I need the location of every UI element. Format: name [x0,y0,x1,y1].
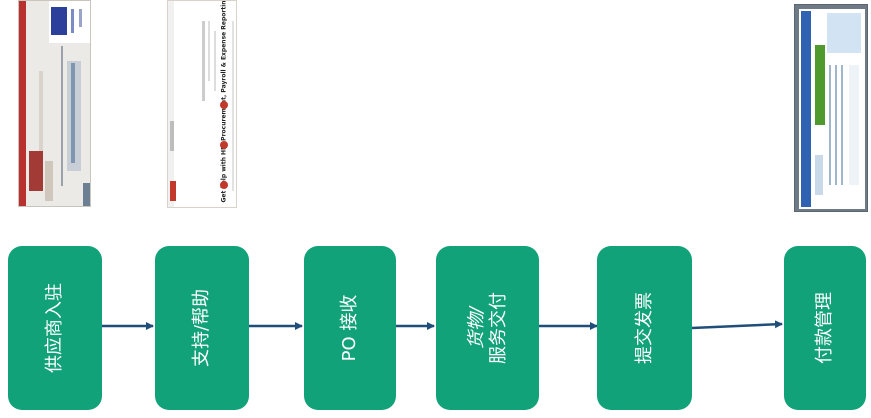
step-label-line-1: 货物/ [465,306,487,350]
step-label: 付款管理 [814,292,835,364]
step-po-receipt: PO 接收 [304,246,396,410]
step-support-help: 支持/帮助 [155,246,249,410]
step-label: 供应商入驻 [44,283,65,373]
step-label: 货物/ 服务交付 [466,292,510,364]
help-portal-thumbnail: Get help with HR, Procurement, Payroll &… [167,0,237,208]
step-label: 提交发票 [633,292,655,364]
arrow-5 [691,320,783,330]
step-supplier-onboarding: 供应商入驻 [8,246,102,410]
step-payment-management: 付款管理 [784,246,866,410]
supplier-portal-thumbnail [18,0,91,207]
payment-portal-thumbnail [794,4,868,212]
step-label: PO 接收 [339,294,360,362]
step-goods-service-delivery: 货物/ 服务交付 [436,246,539,410]
step-label-line-2: 服务交付 [487,292,509,364]
step-submit-invoice: 提交发票 [597,246,692,410]
step-label: 支持/帮助 [191,288,212,368]
